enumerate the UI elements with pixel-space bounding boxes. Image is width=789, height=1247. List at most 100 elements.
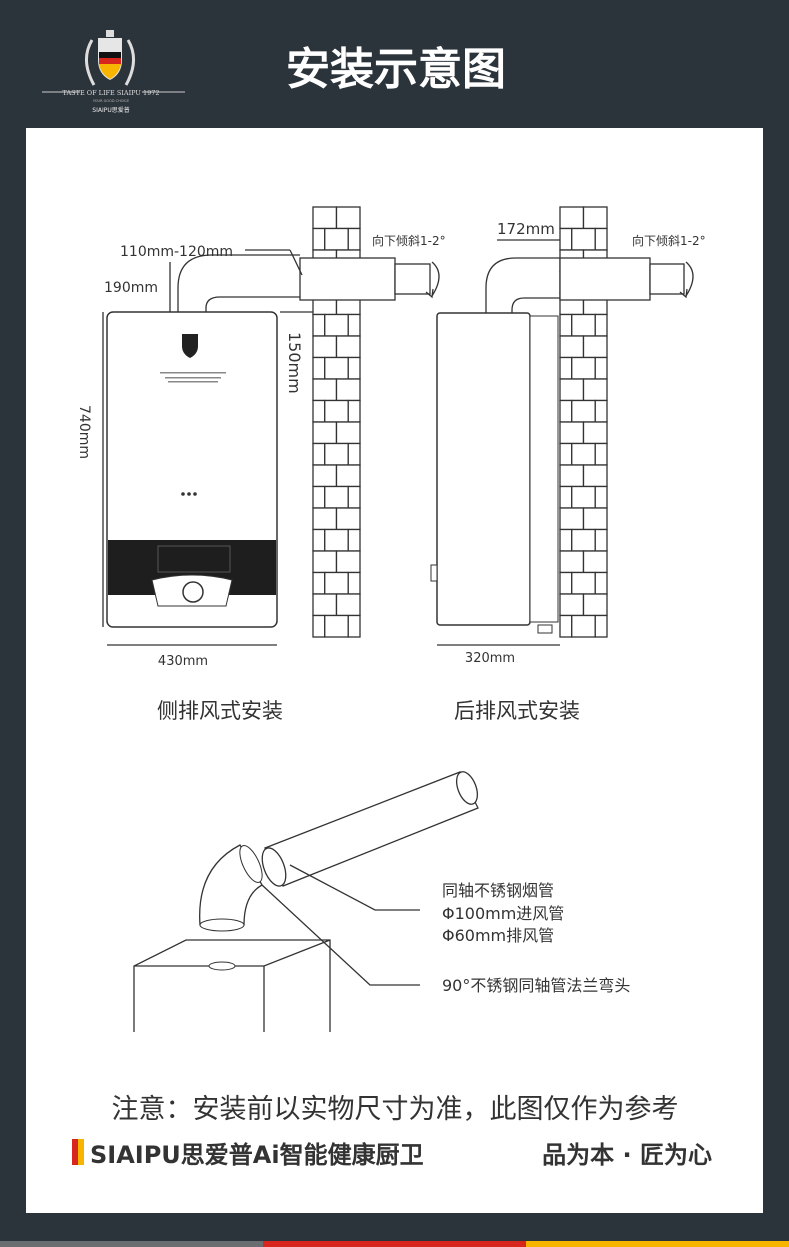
label-intake-pipe: Φ100mm进风管 (442, 904, 564, 923)
brick (559, 614, 573, 638)
brick (571, 571, 596, 595)
brick (559, 313, 573, 337)
brick (347, 485, 361, 509)
brick (559, 550, 585, 574)
brick (571, 227, 596, 251)
pipe-detail-illustration (133, 771, 479, 1032)
brick (582, 421, 608, 445)
brand-motto: 品为本 · 匠为心 (542, 1141, 712, 1169)
dim-pipe-height: 190mm (104, 280, 158, 296)
brick (312, 206, 338, 230)
brick (324, 313, 349, 337)
brick (571, 442, 596, 466)
brick (582, 335, 608, 359)
brick (312, 593, 338, 617)
logo-tagline: TASTE OF LIFE SIAIPU 1972 (62, 89, 159, 97)
brick (312, 399, 326, 423)
dim-pipe-length: 110mm-120mm (120, 244, 233, 260)
brick (335, 507, 361, 531)
brick (594, 356, 608, 380)
brick (312, 442, 326, 466)
brick (582, 206, 608, 230)
brick (324, 571, 349, 595)
brick (347, 571, 361, 595)
brick (347, 528, 361, 552)
caption-side-install: 侧排风式安装 (157, 699, 283, 723)
brick (559, 378, 585, 402)
label-coaxial-pipe: 同轴不锈钢烟管 (442, 881, 554, 900)
label-exhaust-pipe: Φ60mm排风管 (442, 926, 554, 945)
brick (582, 464, 608, 488)
brick (335, 421, 361, 445)
brick (594, 227, 608, 251)
disclaimer-note: 注意：安装前以实物尺寸为准，此图仅作为参考 (112, 1094, 679, 1125)
brick (312, 528, 326, 552)
brick (335, 464, 361, 488)
brick (559, 485, 573, 509)
slope-note-rear: 向下倾斜1-2° (632, 233, 706, 248)
brick (347, 614, 361, 638)
brick (571, 614, 596, 638)
brick (559, 421, 585, 445)
heater-side-view (430, 257, 694, 634)
dim-width: 430mm (158, 654, 208, 669)
brick (335, 378, 361, 402)
brick (335, 593, 361, 617)
brick (324, 485, 349, 509)
brick (335, 335, 361, 359)
brick (559, 593, 585, 617)
dim-height: 740mm (76, 405, 92, 459)
brick (594, 399, 608, 423)
brick (559, 507, 585, 531)
brick (594, 614, 608, 638)
brick (324, 528, 349, 552)
page-title: 安装示意图 (286, 44, 506, 95)
brand-slogan: SIAIPU思爱普Ai智能健康厨卫 (90, 1141, 424, 1169)
brand-logo: TASTE OF LIFE SIAIPU 1972 YOUR GOOD CHOI… (42, 30, 185, 114)
brick (582, 378, 608, 402)
brick (582, 593, 608, 617)
brick (312, 571, 326, 595)
brick (594, 571, 608, 595)
heater-front (106, 311, 278, 628)
brick (324, 399, 349, 423)
brick (559, 399, 573, 423)
brick (324, 442, 349, 466)
brick (582, 550, 608, 574)
brick (312, 227, 326, 251)
brick (582, 507, 608, 531)
logo-small: SIAIPU思爱普 (92, 106, 129, 114)
brick (559, 528, 573, 552)
brick (559, 356, 573, 380)
dim-wall-gap: 150mm (285, 332, 304, 394)
brick (324, 614, 349, 638)
caption-rear-install: 后排风式安装 (454, 699, 580, 723)
brick (312, 485, 326, 509)
brick (347, 442, 361, 466)
brick (559, 464, 585, 488)
dim-offset: 172mm (497, 220, 555, 238)
brick (571, 528, 596, 552)
brick (347, 313, 361, 337)
brick (312, 550, 338, 574)
brick (312, 378, 338, 402)
content-panel (26, 128, 763, 1213)
brick (559, 227, 573, 251)
brick (594, 442, 608, 466)
brick (335, 550, 361, 574)
slope-note-side: 向下倾斜1-2° (372, 233, 446, 248)
color-stripe (0, 1241, 789, 1247)
logo-subtag: YOUR GOOD CHOICE (93, 99, 129, 103)
brick (347, 227, 361, 251)
brick (594, 313, 608, 337)
brick (347, 399, 361, 423)
brick (559, 571, 573, 595)
brick (324, 356, 349, 380)
brick (335, 206, 361, 230)
brick (571, 485, 596, 509)
brick (312, 313, 326, 337)
brick (312, 356, 326, 380)
brick (559, 335, 585, 359)
dimensions-side (102, 239, 560, 646)
